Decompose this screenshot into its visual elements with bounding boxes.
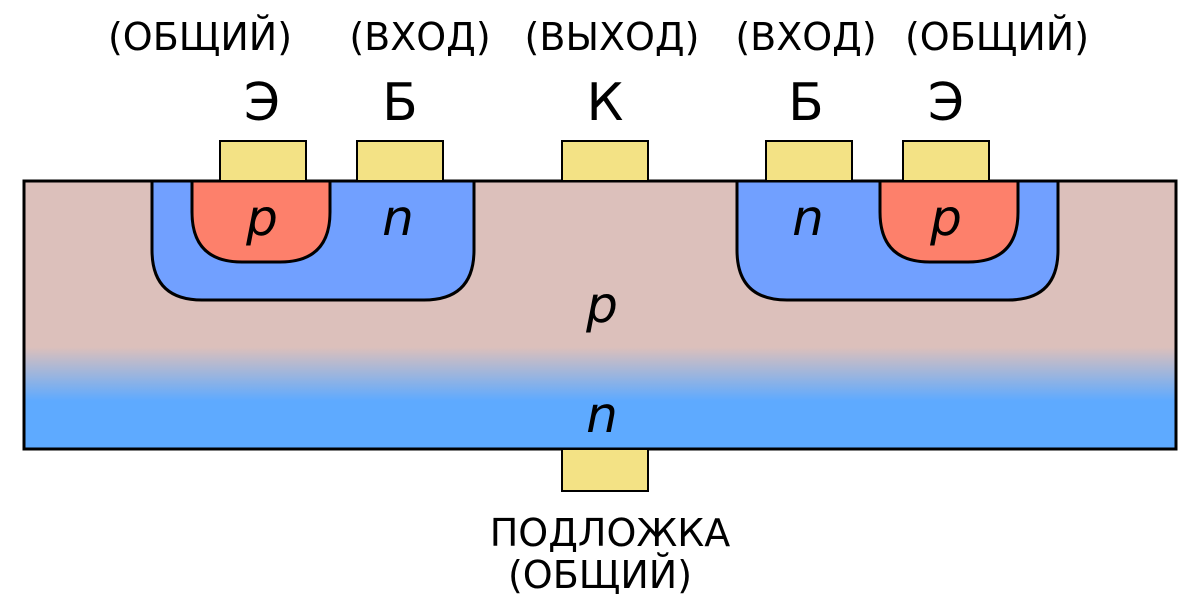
left-emitter-letter: Э: [244, 73, 280, 133]
left-base-letter: Б: [382, 73, 418, 133]
right-base-letter: Б: [788, 73, 824, 133]
right-n-label: n: [792, 189, 824, 247]
right-p-diffusion: [878, 179, 1020, 264]
right-emitter-role: (ОБЩИЙ): [905, 15, 1089, 59]
left-emitter-role: (ОБЩИЙ): [108, 15, 292, 59]
left-p-label: p: [245, 189, 278, 247]
right-base-contact: [765, 140, 853, 182]
substrate-caption-line1: ПОДЛОЖКА: [490, 511, 731, 555]
collector-letter: К: [587, 73, 624, 133]
right-emitter-letter: Э: [928, 73, 964, 133]
buried-n-label: n: [586, 386, 618, 444]
left-base-contact: [356, 140, 444, 182]
right-p-label: p: [929, 189, 962, 247]
collector-contact: [561, 140, 649, 182]
left-base-role: (ВХОД): [349, 15, 490, 59]
substrate-p-label: p: [585, 276, 618, 334]
collector-role: (ВЫХОД): [525, 15, 700, 59]
left-p-diffusion: [190, 179, 332, 264]
right-base-role: (ВХОД): [735, 15, 876, 59]
right-emitter-contact: [902, 140, 990, 182]
left-emitter-contact: [219, 140, 307, 182]
substrate-caption-line2: (ОБЩИЙ): [508, 553, 692, 597]
substrate-contact: [561, 448, 649, 492]
left-n-label: n: [382, 189, 414, 247]
